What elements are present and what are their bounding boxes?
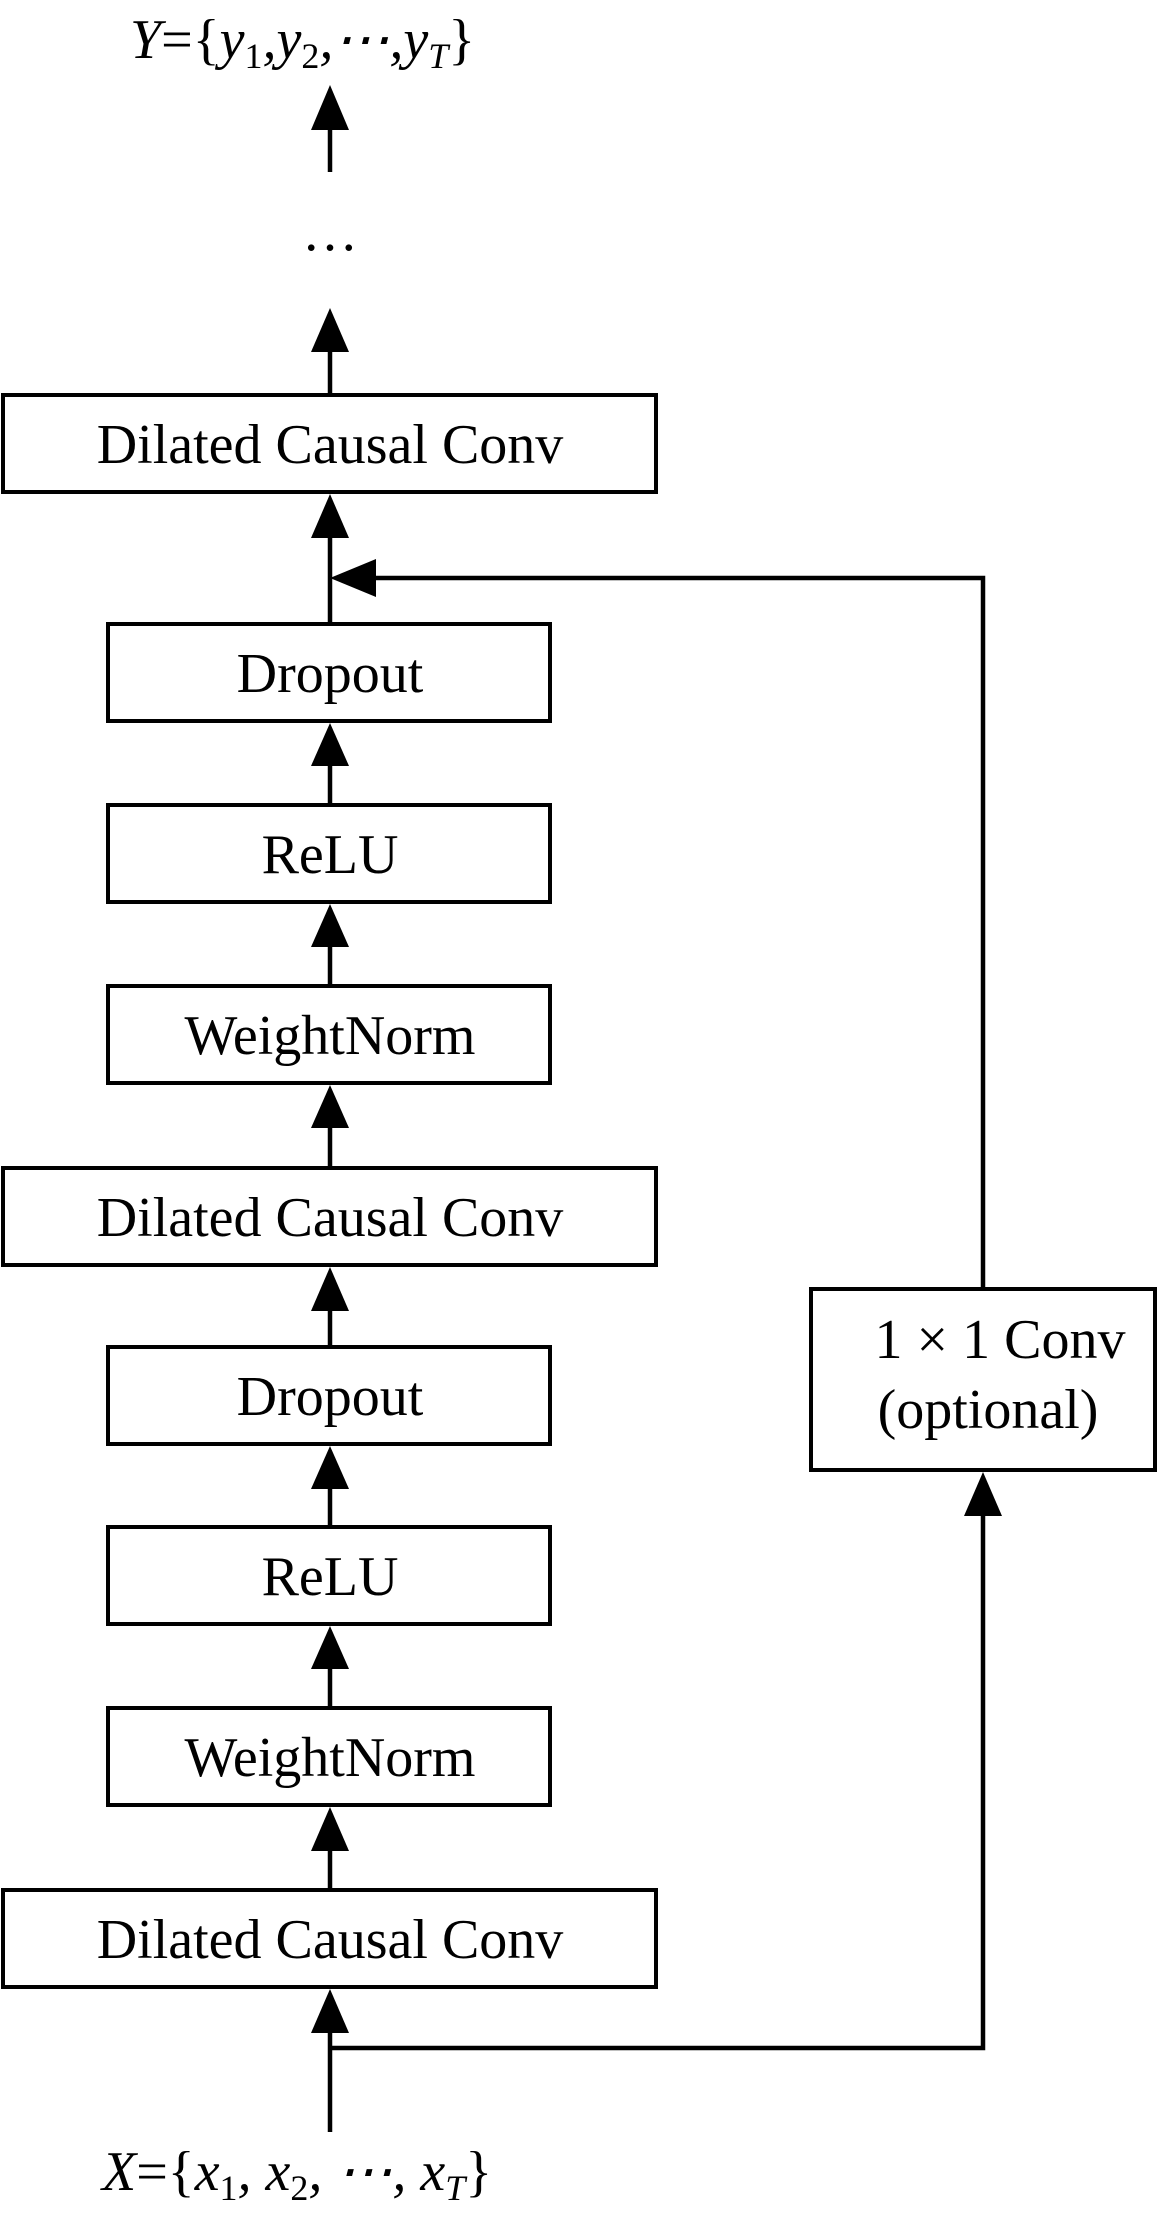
weightnorm-top-label: WeightNorm <box>185 1005 476 1067</box>
arrow-weightnorm-to-relu-bottom-head <box>311 1626 349 1669</box>
dropout-top-label: Dropout <box>237 643 424 705</box>
dilated-causal-conv-top-label: Dilated Causal Conv <box>97 414 564 476</box>
dropout-block-top <box>106 622 552 723</box>
one-by-one-conv-optional-label: (optional) <box>878 1379 1099 1441</box>
skip-branch-head <box>964 1472 1002 1516</box>
arrow-conv-to-ellipsis-head <box>311 308 349 352</box>
dilated-causal-conv-middle-label: Dilated Causal Conv <box>97 1187 564 1249</box>
relu-block-bottom <box>106 1525 552 1626</box>
residual-connection-head <box>330 559 376 597</box>
relu-bottom-label: ReLU <box>262 1546 399 1608</box>
arrow-conv-mid-to-weightnorm-head <box>311 1085 349 1128</box>
dropout-block-bottom <box>106 1345 552 1446</box>
weightnorm-block-top <box>106 984 552 1085</box>
residual-connection-line <box>376 575 986 1287</box>
relu-block-top <box>106 803 552 904</box>
dilated-causal-conv-block-middle <box>1 1166 658 1267</box>
arrow-to-output-head <box>311 85 349 130</box>
weightnorm-bottom-label: WeightNorm <box>185 1727 476 1789</box>
dilated-causal-conv-bottom-label: Dilated Causal Conv <box>97 1909 564 1971</box>
ellipsis: … <box>302 201 358 263</box>
skip-branch-line <box>330 1516 986 2051</box>
dilated-causal-conv-block-bottom <box>1 1888 658 1989</box>
arrow-conv-bottom-to-weightnorm-head <box>311 1807 349 1851</box>
dilated-causal-conv-block-top <box>1 393 658 494</box>
arrow-relu-to-dropout-bottom-head <box>311 1446 349 1489</box>
one-by-one-conv-block <box>809 1287 1157 1472</box>
weightnorm-block-bottom <box>106 1706 552 1807</box>
arrow-sum-to-conv-head <box>311 494 349 538</box>
arrow-dropout-to-conv-mid-head <box>311 1267 349 1311</box>
arrow-weightnorm-to-relu-top-head <box>311 904 349 947</box>
arrow-input-to-conv-head <box>311 1989 349 2033</box>
one-by-one-conv-label: 1 × 1 Conv <box>875 1309 1126 1371</box>
input-sequence-label: X={x1, x2, ⋯, xT} <box>100 2141 492 2208</box>
relu-top-label: ReLU <box>262 824 399 886</box>
output-sequence-label: Y={y1,y2,⋯,yT} <box>130 9 475 76</box>
arrow-relu-to-dropout-top-head <box>311 723 349 766</box>
dropout-bottom-label: Dropout <box>237 1366 424 1428</box>
